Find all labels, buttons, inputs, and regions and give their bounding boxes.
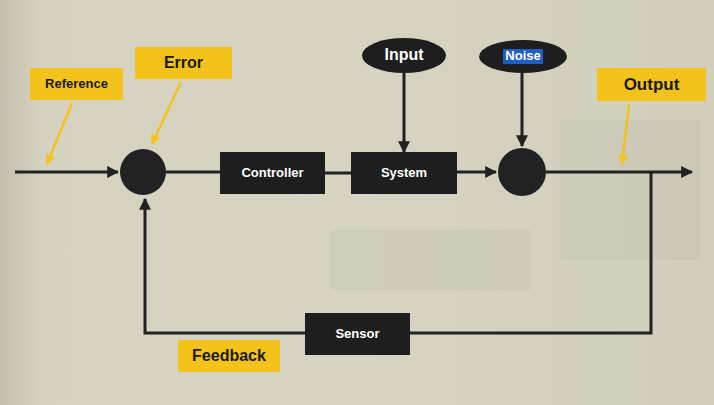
- summing-junction: [498, 148, 546, 196]
- background-blur: [560, 120, 700, 260]
- process-box: System: [351, 152, 457, 194]
- signal-connector: [325, 172, 351, 175]
- callout-label: Output: [597, 68, 706, 101]
- callout-label: Reference: [30, 68, 123, 100]
- system-line: [457, 171, 496, 174]
- leader-line: [622, 104, 629, 164]
- reference-line: [15, 171, 118, 174]
- node-text: Noise: [503, 49, 542, 64]
- background-blur: [330, 230, 530, 290]
- node-text: Output: [624, 75, 680, 95]
- node-text: Input: [384, 46, 423, 64]
- node-text: Feedback: [192, 347, 266, 365]
- feedback-line: [410, 172, 651, 333]
- leader-line: [47, 103, 72, 164]
- output-line: [546, 171, 692, 174]
- summing-junction: [120, 149, 166, 195]
- signal-connector: [403, 73, 406, 152]
- leader-line: [152, 82, 181, 144]
- process-box: Sensor: [305, 313, 410, 355]
- node-text: Controller: [241, 166, 303, 181]
- node-text: Error: [164, 54, 203, 72]
- callout-label: Feedback: [178, 340, 280, 372]
- process-box: Controller: [220, 152, 325, 194]
- feedback-line: [145, 199, 305, 333]
- callout-label: Error: [135, 47, 232, 79]
- node-text: System: [381, 166, 427, 181]
- noise-ellipse: Noise: [479, 40, 567, 73]
- noise-line: [521, 73, 524, 146]
- error-line: [166, 171, 220, 174]
- node-text: Sensor: [335, 327, 379, 342]
- input-ellipse: Input: [362, 38, 446, 73]
- node-text: Reference: [45, 77, 108, 92]
